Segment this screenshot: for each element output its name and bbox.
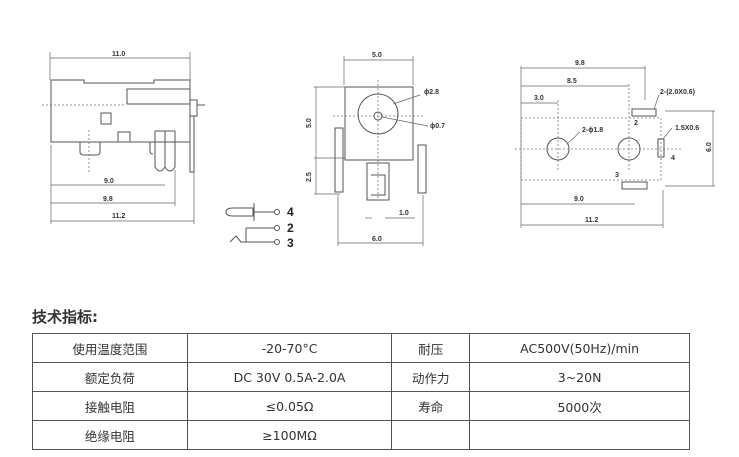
svg-text:4: 4 bbox=[287, 205, 294, 219]
spec-value bbox=[469, 420, 690, 450]
spec-title: 技术指标: bbox=[32, 308, 98, 326]
spec-table: 使用温度范围 -20-70°C 耐压 AC500V(50Hz)/min 额定负荷… bbox=[32, 333, 690, 450]
spec-value: -20-70°C bbox=[186, 333, 393, 363]
spec-value: AC500V(50Hz)/min bbox=[469, 333, 690, 363]
spec-value: 3~20N bbox=[469, 362, 690, 392]
svg-text:1.5X0.6: 1.5X0.6 bbox=[675, 125, 699, 132]
technical-drawing: 11.0 9.0 9.8 11.2 4 2 3 5.0 5. bbox=[42, 51, 715, 250]
table-row: 接触电阻 ≤0.05Ω 寿命 5000次 bbox=[32, 391, 690, 421]
spec-label bbox=[391, 420, 471, 450]
svg-text:11.2: 11.2 bbox=[585, 217, 598, 224]
svg-text:ϕ0.7: ϕ0.7 bbox=[430, 123, 445, 130]
svg-text:2: 2 bbox=[634, 120, 638, 127]
front-view: 5.0 5.0 2.5 1.0 6.0 ϕ2.8 ϕ0.7 bbox=[306, 52, 445, 246]
svg-text:3: 3 bbox=[615, 172, 619, 179]
svg-text:9.0: 9.0 bbox=[104, 178, 114, 185]
svg-text:ϕ2.8: ϕ2.8 bbox=[424, 89, 439, 96]
svg-text:1.0: 1.0 bbox=[399, 210, 409, 217]
pin-schematic: 4 2 3 bbox=[225, 203, 294, 250]
svg-text:9.8: 9.8 bbox=[575, 60, 585, 67]
spec-label: 额定负荷 bbox=[32, 362, 188, 392]
svg-text:3: 3 bbox=[287, 236, 294, 250]
svg-text:2-(2.0X0.6): 2-(2.0X0.6) bbox=[660, 89, 695, 96]
svg-text:3.0: 3.0 bbox=[534, 95, 544, 102]
side-view: 11.0 9.0 9.8 11.2 bbox=[42, 51, 205, 224]
spec-value: 5000次 bbox=[469, 391, 690, 421]
spec-label: 动作力 bbox=[391, 362, 471, 392]
table-row: 使用温度范围 -20-70°C 耐压 AC500V(50Hz)/min bbox=[32, 333, 690, 363]
svg-text:8.5: 8.5 bbox=[567, 78, 577, 85]
svg-text:6.0: 6.0 bbox=[372, 236, 382, 243]
spec-value: ≤0.05Ω bbox=[186, 391, 393, 421]
svg-text:5.0: 5.0 bbox=[372, 52, 382, 59]
svg-text:9.8: 9.8 bbox=[103, 196, 113, 203]
svg-text:11.2: 11.2 bbox=[112, 213, 125, 220]
spec-label: 使用温度范围 bbox=[32, 333, 188, 363]
table-row: 绝缘电阻 ≥100MΩ bbox=[32, 420, 690, 450]
svg-text:11.0: 11.0 bbox=[112, 51, 125, 58]
svg-text:2-ϕ1.8: 2-ϕ1.8 bbox=[582, 127, 603, 134]
spec-label: 接触电阻 bbox=[32, 391, 188, 421]
spec-label: 绝缘电阻 bbox=[32, 420, 188, 450]
footprint-view: 9.8 8.5 3.0 2-ϕ1.8 2-(2.0X0.6) 2 1.5X0.6… bbox=[515, 60, 715, 228]
spec-value: ≥100MΩ bbox=[186, 420, 393, 450]
svg-text:9.0: 9.0 bbox=[574, 196, 584, 203]
svg-text:2: 2 bbox=[287, 221, 294, 235]
spec-label: 耐压 bbox=[391, 333, 471, 363]
svg-text:6.0: 6.0 bbox=[706, 142, 713, 152]
svg-text:5.0: 5.0 bbox=[306, 118, 313, 128]
table-row: 额定负荷 DC 30V 0.5A-2.0A 动作力 3~20N bbox=[32, 362, 690, 392]
spec-value: DC 30V 0.5A-2.0A bbox=[186, 362, 393, 392]
svg-text:4: 4 bbox=[671, 155, 675, 162]
spec-label: 寿命 bbox=[391, 391, 471, 421]
svg-text:2.5: 2.5 bbox=[306, 172, 313, 182]
